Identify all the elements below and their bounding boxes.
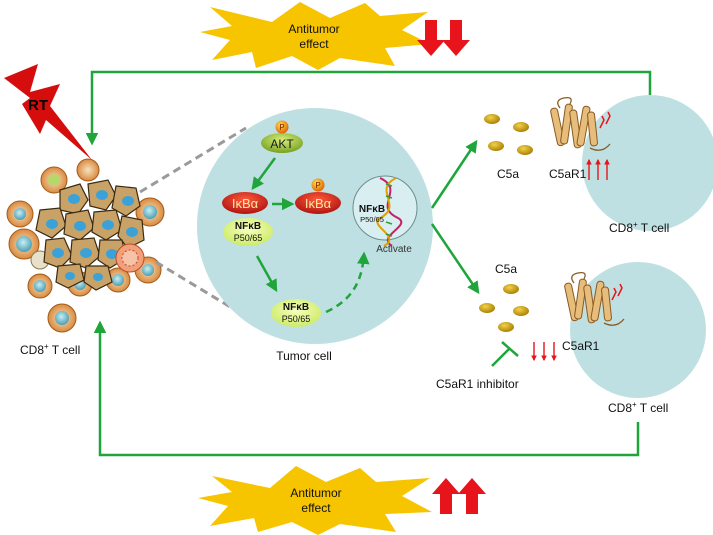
antitumor-effect-top-burst: Antitumor effect: [200, 2, 430, 70]
c5a-particle: [513, 306, 529, 316]
c5ar1-inhibitor-label: C5aR1 inhibitor: [436, 377, 519, 391]
phospho-ikba-icon: [311, 178, 325, 192]
bottom-feedback-arrow: [93, 320, 640, 457]
c5a-particle: [479, 303, 495, 313]
akt-label: AKT: [270, 137, 294, 151]
lightning-bolt-icon: [4, 64, 92, 160]
tumor-cell-central: AKT P IκBα IκBα P NFκB P50/65 NFκB P50/6…: [197, 108, 433, 344]
activate-label: Activate: [376, 244, 412, 255]
burst-top-shape: [200, 2, 430, 70]
antitumor-bottom-line2: effect: [301, 501, 331, 515]
cd8-left-label: CD8+ T cell: [20, 342, 80, 357]
inhibitor-tbar-icon: [491, 341, 519, 367]
cd8-left-sup: +: [44, 342, 49, 351]
decrease-arrows-top: [417, 20, 470, 56]
antitumor-top-line1: Antitumor: [288, 22, 339, 36]
up-arrow-icon: [432, 478, 460, 514]
arrow-akt-to-ikba: [251, 157, 277, 191]
nfkb-free: [271, 299, 321, 327]
ikba-phospho-label: IκBα: [305, 196, 332, 211]
cd8-bottom-tail: T cell: [637, 401, 669, 415]
nfkb-bound-subunit: P50/65: [234, 233, 263, 243]
ikba-label: IκBα: [232, 196, 259, 211]
phospho-ikba-label: P: [315, 181, 320, 190]
c5a-particle: [517, 145, 533, 155]
cd8-left-tail: T cell: [49, 343, 81, 357]
upregulation-arrows: [586, 158, 610, 180]
nfkb-bound-label: NFκB: [235, 221, 261, 232]
arrow-to-top-pathway: [430, 139, 478, 209]
c5ar1-receptor-top-icon: [550, 96, 611, 151]
arrow-nfkb-to-nucleus: [325, 251, 370, 314]
cd8-top-main: CD8: [609, 221, 633, 235]
cd8-top-label: CD8+ T cell: [609, 220, 669, 235]
cd8-top-tail: T cell: [638, 221, 670, 235]
c5a-particle: [503, 284, 519, 294]
nfkb-nucleus-subunit: P50/65: [360, 215, 384, 224]
nfkb-nucleus-label: NFκB: [359, 204, 385, 215]
antitumor-effect-bottom-burst: Antitumor effect: [198, 466, 432, 535]
zoom-line-top: [139, 126, 247, 194]
tumor-cell-label: Tumor cell: [276, 349, 332, 363]
phospho-akt-icon: [275, 120, 289, 134]
zoom-line-bottom: [155, 260, 233, 310]
cd8-t-cell-bottom: [570, 262, 706, 398]
radiotherapy-lightning: RT: [4, 64, 92, 160]
downregulation-arrows: [531, 342, 557, 362]
arrow-to-bottom-pathway: [430, 223, 480, 295]
up-arrow-icon: [458, 478, 486, 514]
increase-arrows-bottom: [432, 478, 486, 514]
rt-label: RT: [28, 97, 48, 114]
c5a-particles-top: [484, 114, 533, 155]
c5a-particle: [498, 322, 514, 332]
akt-protein: [261, 133, 303, 153]
ikba-phospho-protein: [295, 192, 341, 214]
antitumor-top-line2: effect: [299, 37, 329, 51]
cd8-bottom-label: CD8+ T cell: [608, 400, 668, 415]
c5a-particles-bottom: [479, 284, 529, 332]
cd8-bottom-main: CD8: [608, 401, 632, 415]
c5ar1-top-label: C5aR1: [549, 167, 587, 181]
tumor-cell-cluster: [6, 158, 165, 333]
phospho-akt-label: P: [279, 123, 284, 132]
nfkb-free-subunit: P50/65: [282, 314, 311, 324]
arrow-nfkb-release: [255, 255, 278, 293]
ikba-protein: [222, 192, 268, 214]
c5a-bottom-label: C5a: [495, 262, 517, 276]
c5a-particle: [488, 141, 504, 151]
antitumor-bottom-line1: Antitumor: [290, 486, 341, 500]
c5a-particle: [484, 114, 500, 124]
c5a-top-label: C5a: [497, 167, 519, 181]
burst-bottom-shape: [198, 466, 432, 535]
cd8-left-main: CD8: [20, 343, 44, 357]
cd8-bottom-sup: +: [632, 400, 637, 409]
top-feedback-arrow: [85, 70, 652, 146]
cd8-t-cell-top: [582, 95, 713, 231]
nfkb-free-label: NFκB: [283, 302, 309, 313]
c5ar1-receptor-bottom-icon: [564, 271, 625, 326]
tumor-cell-body: [197, 108, 433, 344]
nfkb-bound: [223, 218, 273, 246]
down-arrow-icon: [442, 20, 470, 56]
c5a-particle: [513, 122, 529, 132]
down-arrow-icon: [417, 20, 445, 56]
cd8-top-sup: +: [633, 220, 638, 229]
c5ar1-bottom-label: C5aR1: [562, 339, 600, 353]
dna-helix-icon: [376, 177, 403, 247]
